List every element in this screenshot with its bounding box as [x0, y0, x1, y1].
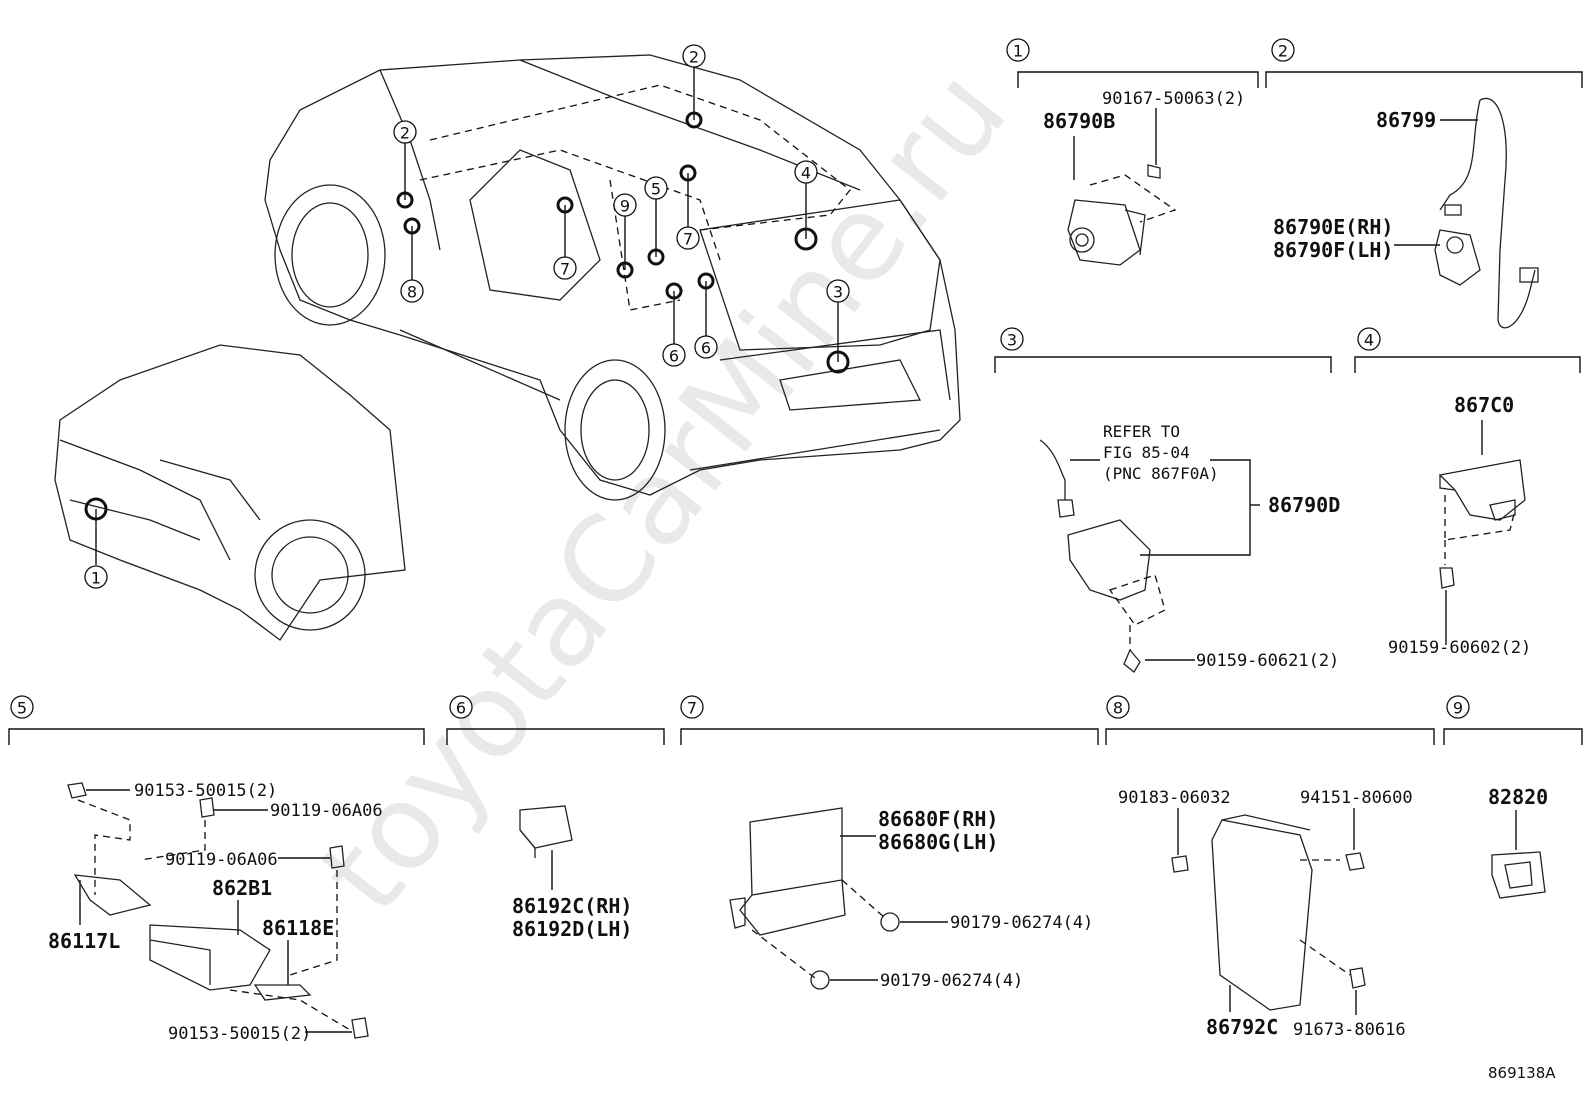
section-1-num: 1	[1013, 42, 1023, 61]
section-3: REFER TO FIG 85-04 (PNC 867F0A) 86790D 9…	[1039, 422, 1340, 673]
part-86117L: 86117L	[48, 929, 120, 953]
front-car-drawing	[54, 344, 406, 641]
part-86192D-LH: 86192D(LH)	[512, 917, 632, 941]
callout-2a: 2	[400, 124, 410, 143]
part-90153-50015-b: 90153-50015(2)	[168, 1024, 311, 1044]
section-3-num: 3	[1007, 331, 1017, 350]
part-90183-06032: 90183-06032	[1118, 788, 1231, 808]
section-5: 90153-50015(2) 90119-06A06 90119-06A06 8…	[48, 781, 383, 1044]
section-2-num: 2	[1278, 42, 1288, 61]
section-brackets: 1 2 3 4 5 6 7 8 9	[8, 38, 1583, 745]
part-90167-50063: 90167-50063(2)	[1102, 89, 1245, 109]
callout-6b: 6	[701, 339, 711, 358]
part-82820: 82820	[1488, 785, 1548, 809]
callout-7a: 7	[560, 260, 570, 279]
suv-drawing	[264, 54, 961, 501]
section-4-num: 4	[1364, 331, 1374, 350]
section-7-num: 7	[687, 699, 697, 718]
callout-4: 4	[801, 164, 811, 183]
refer-note-1: REFER TO	[1103, 422, 1180, 441]
part-86790E-RH: 86790E(RH)	[1273, 215, 1393, 239]
part-90159-60602: 90159-60602(2)	[1388, 638, 1531, 658]
part-90159-60621: 90159-60621(2)	[1196, 651, 1339, 671]
part-86790F-LH: 86790F(LH)	[1273, 238, 1393, 262]
part-90179-06274-a: 90179-06274(4)	[950, 913, 1093, 933]
part-86799: 86799	[1376, 108, 1436, 132]
part-867C0: 867C0	[1454, 393, 1514, 417]
part-86680F-RH: 86680F(RH)	[878, 807, 998, 831]
callout-2b: 2	[689, 48, 699, 67]
section-4: 867C0 90159-60602(2)	[1388, 393, 1531, 658]
section-1: 90167-50063(2) 86790B	[1043, 89, 1245, 266]
figure-id: 869138A	[1488, 1064, 1556, 1082]
part-86192C-RH: 86192C(RH)	[512, 894, 632, 918]
part-862B1: 862B1	[212, 876, 272, 900]
part-91673-80616: 91673-80616	[1293, 1020, 1406, 1040]
part-86792C: 86792C	[1206, 1015, 1278, 1039]
refer-note-3: (PNC 867F0A)	[1103, 464, 1219, 483]
section-9: 82820	[1488, 785, 1548, 899]
part-94151-80600: 94151-80600	[1300, 788, 1413, 808]
callout-7b: 7	[683, 230, 693, 249]
section-2: 86799 86790E(RH) 86790F(LH)	[1273, 97, 1539, 329]
refer-note-2: FIG 85-04	[1103, 443, 1190, 462]
section-6-num: 6	[456, 699, 466, 718]
vehicle-callouts: 1 2 2 3 4 5 6 6 7 7	[84, 44, 850, 589]
callout-5: 5	[651, 180, 661, 199]
section-6: 86192C(RH) 86192D(LH)	[512, 805, 632, 941]
callout-6a: 6	[669, 347, 679, 366]
part-86118E: 86118E	[262, 916, 334, 940]
section-5-num: 5	[17, 699, 27, 718]
part-90179-06274-b: 90179-06274(4)	[880, 971, 1023, 991]
callout-9: 9	[620, 197, 630, 216]
callout-1: 1	[91, 569, 101, 588]
part-90119-06A06-b: 90119-06A06	[165, 850, 278, 870]
watermark: toyotaCarMine.ru	[293, 45, 1033, 938]
part-86790D: 86790D	[1268, 493, 1340, 517]
callout-8: 8	[407, 283, 417, 302]
callout-3: 3	[833, 283, 843, 302]
section-8-num: 8	[1113, 699, 1123, 718]
part-86790B: 86790B	[1043, 109, 1115, 133]
part-90119-06A06-a: 90119-06A06	[270, 801, 383, 821]
part-90153-50015-a: 90153-50015(2)	[134, 781, 277, 801]
part-86680G-LH: 86680G(LH)	[878, 830, 998, 854]
section-9-num: 9	[1453, 699, 1463, 718]
section-8: 90183-06032 94151-80600 86792C 91673-806…	[1118, 788, 1413, 1040]
section-7: 86680F(RH) 86680G(LH) 90179-06274(4) 901…	[729, 807, 1093, 991]
